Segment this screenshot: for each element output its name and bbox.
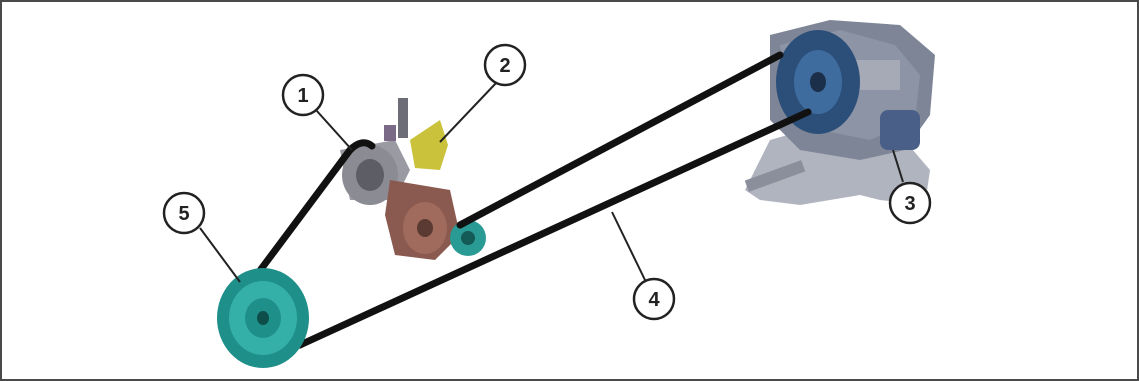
callout-5: 5	[162, 191, 206, 235]
callout-5-label: 5	[178, 203, 189, 225]
leader-4	[611, 211, 646, 281]
callout-2-label: 2	[499, 55, 510, 77]
callout-leaders	[199, 81, 904, 283]
callout-4-label: 4	[648, 289, 660, 311]
callout-2: 2	[483, 43, 527, 87]
callout-3-label: 3	[904, 193, 915, 215]
leader-1	[315, 109, 353, 151]
callout-3: 3	[888, 181, 932, 225]
callout-1-label: 1	[297, 85, 308, 107]
crankshaft-pulley	[217, 268, 309, 368]
tensioner-assembly	[340, 140, 486, 260]
callout-4: 4	[632, 277, 676, 321]
tensioner-bracket	[384, 98, 448, 170]
leader-3	[892, 149, 904, 183]
leader-2	[439, 81, 498, 143]
leader-5	[199, 227, 241, 283]
compressor-pulley	[776, 30, 860, 134]
callout-1: 1	[281, 73, 325, 117]
